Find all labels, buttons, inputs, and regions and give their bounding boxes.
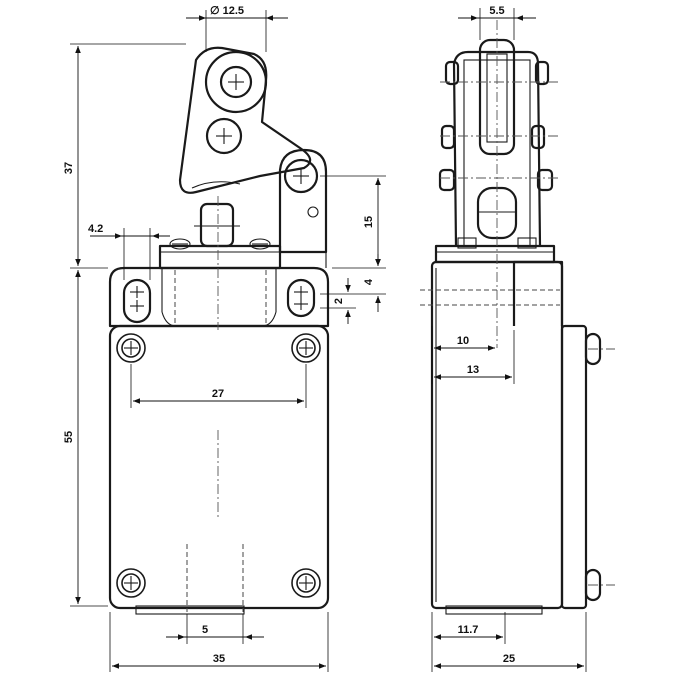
dim-flange-2: 2 (333, 298, 345, 304)
dim-bottom-slot: 5 (202, 624, 208, 636)
side-dimensions: 5.5 10 13 11.7 25 (431, 5, 587, 672)
screw-top-left (116, 333, 146, 363)
front-view (108, 46, 330, 615)
screw-bottom-left (116, 568, 146, 598)
actuator-housing (278, 148, 328, 254)
side-fork (452, 50, 542, 247)
front-dimensions: ∅ 12.5 37 55 4.2 27 15 4 2 (63, 5, 386, 672)
dim-actuator-height: 15 (363, 216, 375, 228)
front-bottom-tab (135, 605, 245, 615)
lever-pivot (205, 117, 243, 155)
dim-hole-offset: 4.2 (88, 223, 103, 235)
front-mounting-flange (108, 266, 330, 328)
right-slot-hole (286, 278, 316, 318)
screw-bottom-right (291, 568, 321, 598)
dim-width: 35 (213, 653, 225, 665)
side-screw-bottom (584, 568, 602, 602)
side-view (420, 20, 615, 615)
left-slot-hole (122, 278, 152, 324)
plunger (199, 202, 235, 248)
dim-flange-4: 4 (363, 278, 375, 285)
dim-bottom-offset: 11.7 (458, 624, 479, 636)
roller (204, 50, 268, 114)
front-body (108, 324, 330, 610)
side-cover (512, 260, 564, 326)
dim-offset-13: 13 (467, 364, 479, 376)
dim-screw-spacing: 27 (212, 388, 224, 400)
dim-height-top: 37 (63, 162, 75, 174)
dim-roller-width: 5.5 (489, 5, 504, 17)
side-screw-top (584, 332, 602, 366)
dim-depth: 25 (503, 653, 515, 665)
roller-lever (178, 46, 312, 194)
dim-height-body: 55 (63, 431, 75, 443)
dim-roller-diameter: ∅ 12.5 (210, 5, 244, 17)
dim-offset-10: 10 (457, 335, 469, 347)
screw-top-right (291, 333, 321, 363)
